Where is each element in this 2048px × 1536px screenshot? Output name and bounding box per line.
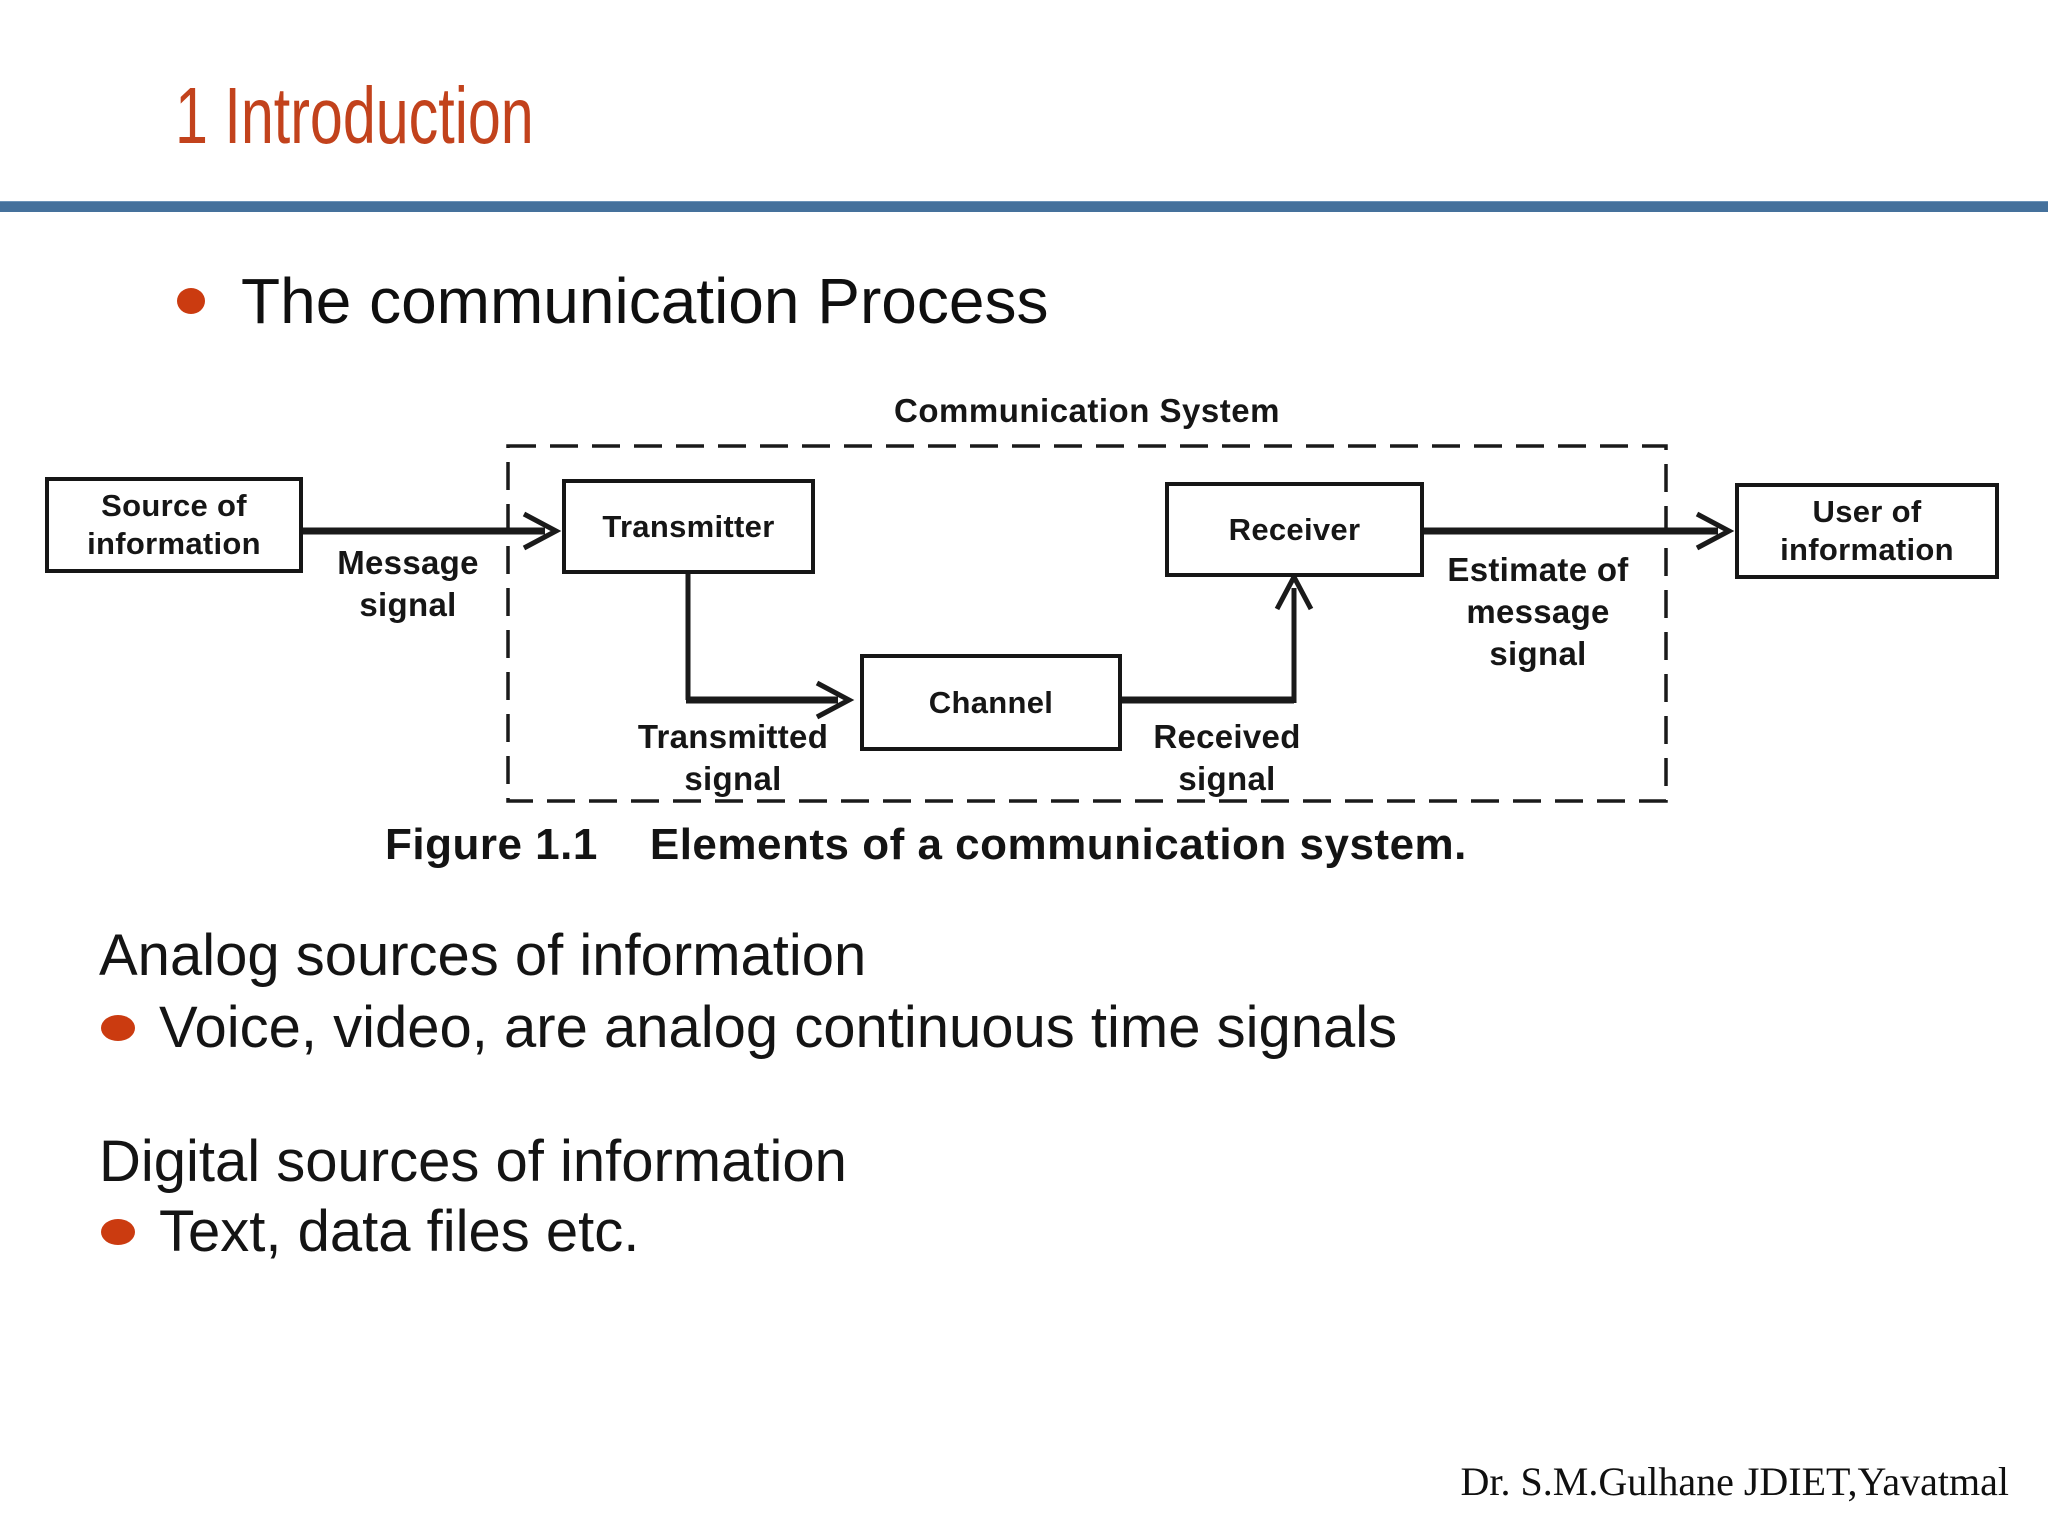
digital-sources-heading: Digital sources of information bbox=[99, 1129, 847, 1194]
figure-caption: Figure 1.1 Elements of a communication s… bbox=[385, 820, 1467, 870]
analog-sources-heading: Analog sources of information bbox=[99, 923, 867, 988]
arrow-channel-to-receiver bbox=[1122, 571, 1314, 704]
arrow-transmitter-to-channel bbox=[685, 572, 855, 720]
diagram-box-receiver: Receiver bbox=[1165, 482, 1424, 577]
heading-bullet-text: The communication Process bbox=[241, 265, 1049, 337]
digital-bullet-text: Text, data files etc. bbox=[159, 1199, 640, 1264]
label-received-signal: Received signal bbox=[1153, 718, 1301, 798]
slide-title-text: 1 Introduction bbox=[175, 71, 534, 160]
diagram-box-user: User of information bbox=[1735, 483, 1999, 579]
figure-caption-number: Figure 1.1 bbox=[385, 820, 598, 869]
bullet-icon bbox=[177, 288, 205, 314]
slide-title: 1 Introduction bbox=[175, 72, 660, 160]
bullet-icon bbox=[101, 1014, 135, 1041]
diagram-box-source: Source of information bbox=[45, 477, 303, 573]
diagram-box-channel: Channel bbox=[860, 654, 1122, 751]
label-transmitted-signal: Transmitted signal bbox=[637, 718, 829, 798]
bullet-icon bbox=[101, 1218, 135, 1245]
label-estimate-of-message-signal: Estimate of message signal bbox=[1447, 551, 1629, 673]
digital-bullet-row: Text, data files etc. bbox=[101, 1198, 639, 1265]
heading-bullet-row: The communication Process bbox=[177, 264, 1048, 338]
author-footer: Dr. S.M.Gulhane JDIET,Yavatmal bbox=[1460, 1459, 2009, 1504]
analog-bullet-row: Voice, video, are analog continuous time… bbox=[101, 994, 1397, 1061]
diagram-box-transmitter: Transmitter bbox=[562, 479, 815, 574]
label-message-signal: Message signal bbox=[337, 544, 479, 624]
communication-system-label: Communication System bbox=[894, 392, 1280, 429]
figure-caption-text: Elements of a communication system. bbox=[649, 820, 1467, 869]
analog-bullet-text: Voice, video, are analog continuous time… bbox=[159, 995, 1398, 1060]
arrow-receiver-to-user bbox=[1424, 511, 1735, 551]
title-divider-line bbox=[0, 201, 2048, 212]
